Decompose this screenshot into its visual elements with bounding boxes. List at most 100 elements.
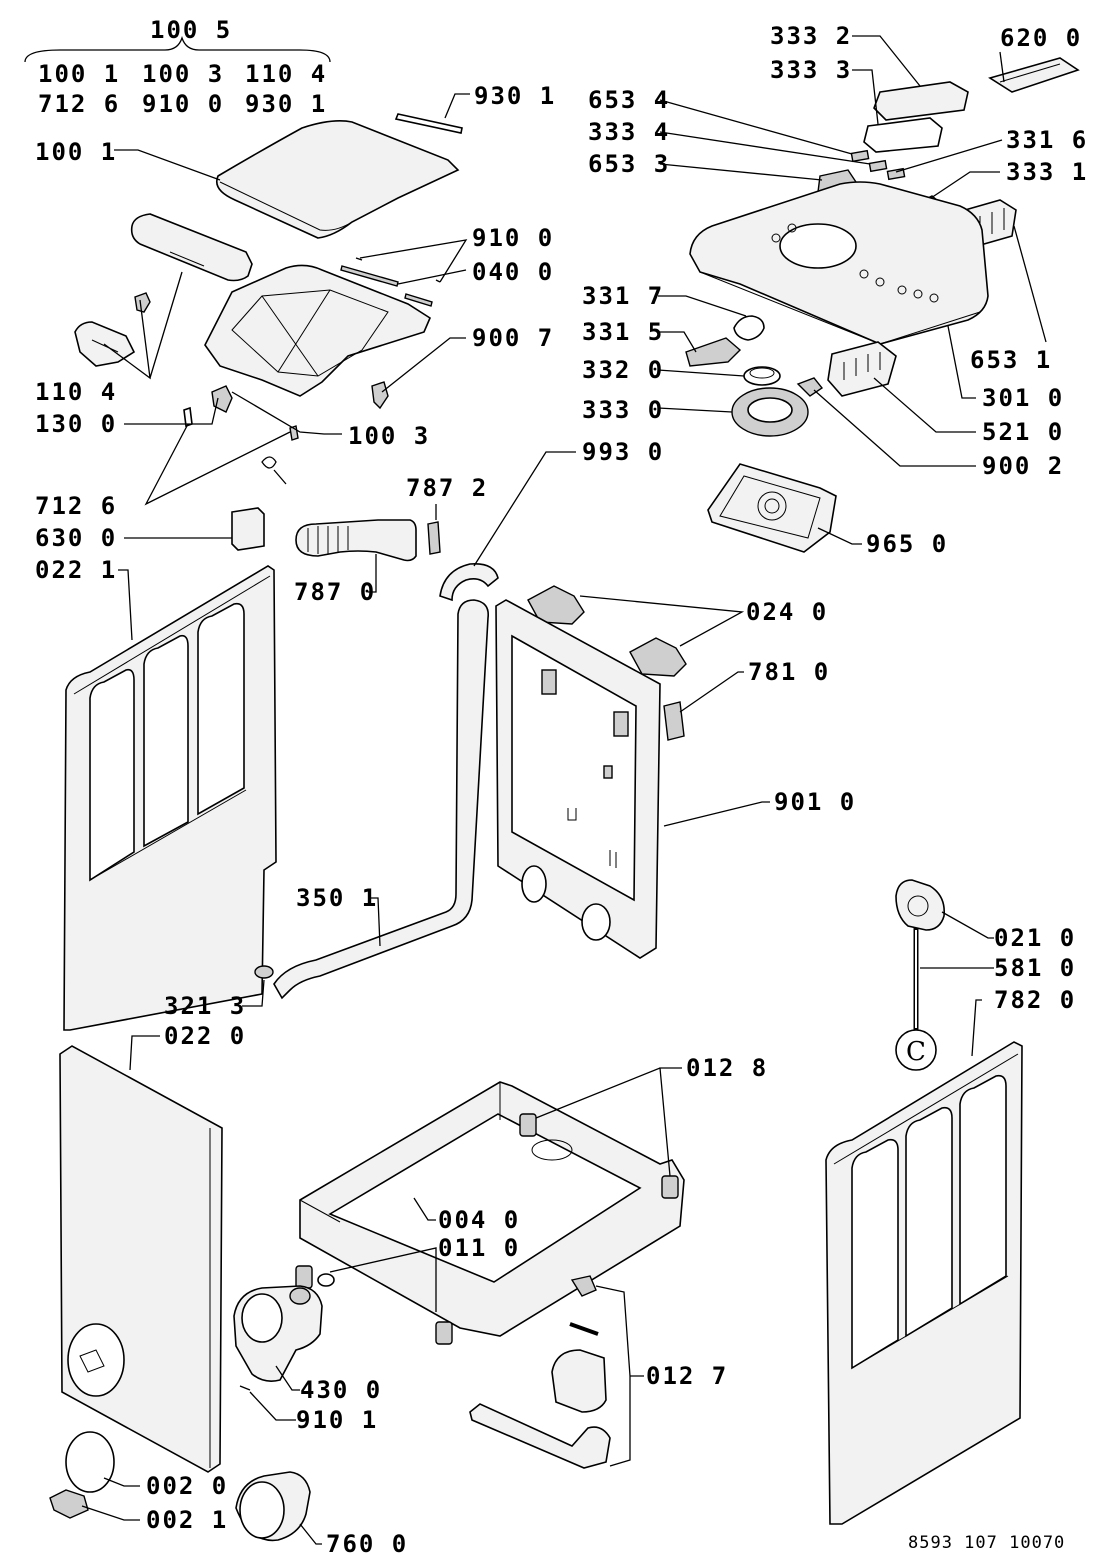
part-knob-holder-333-1 — [685, 337, 742, 367]
part-screw-910-0-a — [355, 257, 363, 261]
label-712-6: 712 6 — [35, 492, 117, 520]
part-flap-hinge-002-1 — [49, 1489, 89, 1519]
group-item-930-1: 930 1 — [245, 90, 327, 118]
label-965-0: 781 0 — [748, 658, 830, 686]
leader-993-0 — [473, 451, 576, 567]
leader-110-4 — [103, 271, 183, 380]
leader-021-0 — [129, 1035, 160, 1071]
part-wire-cover-630-0 — [231, 507, 265, 551]
leader-712-6 — [144, 423, 291, 506]
label-653-1: 653 1 — [970, 346, 1052, 374]
leader-321-3 — [852, 69, 879, 125]
label-430-0: 430 0 — [300, 1376, 382, 1404]
label-301-0: 301 0 — [982, 384, 1064, 412]
leader-100-1 — [114, 149, 221, 181]
label-782-0: 581 0 — [994, 954, 1076, 982]
label-521-0: 965 0 — [866, 530, 948, 558]
part-small-knob — [134, 292, 151, 313]
leader-004-0 — [413, 1197, 436, 1221]
leader-040-0 — [397, 269, 467, 285]
clip-letter: C — [906, 1037, 928, 1067]
leader-653-1 — [1013, 225, 1047, 343]
label-021-0: 022 0 — [164, 1022, 246, 1050]
label-130-0: 130 0 — [35, 410, 117, 438]
leader-022-1 — [118, 569, 133, 641]
label-011-0: 011 0 — [438, 1234, 520, 1262]
part-button-333-2 — [850, 149, 870, 163]
label-022-0: 782 0 — [994, 986, 1076, 1014]
leader-332-0 — [873, 377, 976, 433]
part-pin-040-0-a — [340, 265, 399, 287]
part-foot-012-8-a — [519, 1113, 537, 1137]
leader-781-0 — [368, 897, 381, 947]
leader-521-0 — [817, 527, 862, 545]
label-331-7: 332 0 — [582, 356, 664, 384]
part-display-350-1 — [873, 81, 969, 121]
part-bracket-965-0 — [663, 701, 685, 741]
label-331-6: 331 7 — [582, 282, 664, 310]
leader-012-7 — [595, 1285, 644, 1467]
leader-331-5 — [657, 407, 733, 413]
label-002-0: 002 0 — [146, 1472, 228, 1500]
leader-930-1 — [444, 93, 470, 119]
part-hinge-rod-930-1 — [394, 113, 463, 134]
leader-002-0 — [103, 1477, 140, 1487]
leader-130-0 — [124, 397, 219, 425]
leader-011-0 — [329, 1247, 437, 1312]
label-012-7: 012 7 — [646, 1362, 728, 1390]
label-333-0: 900 2 — [982, 452, 1064, 480]
part-drain-hose-781-0 — [273, 599, 490, 1000]
label-901-0: 321 3 — [164, 992, 246, 1020]
part-pin-040-0-b — [404, 293, 433, 307]
part-spring-712-6 — [261, 456, 287, 485]
part-hose-elbow-993-0 — [439, 562, 499, 602]
label-581-0: 021 0 — [994, 924, 1076, 952]
leader-333-4 — [895, 139, 1003, 173]
part-foot-012-8-c — [295, 1265, 313, 1289]
part-front-panel-021-0 — [59, 1045, 223, 1473]
part-foot-cup-012-7 — [551, 1349, 607, 1413]
leader-900-7 — [381, 337, 466, 393]
part-button-333-3 — [868, 159, 888, 173]
leader-965-0 — [679, 671, 744, 713]
part-foot-rod-012-7 — [569, 1322, 599, 1336]
group-item-100-1: 100 1 — [38, 60, 120, 88]
drawing-number: 8593 107 10070 — [908, 1533, 1065, 1553]
label-993-0: 993 0 — [582, 438, 664, 466]
label-653-3: 333 1 — [1006, 158, 1088, 186]
part-top-frame-100-3 — [204, 264, 432, 397]
part-pressure-switch-581-0 — [895, 879, 946, 931]
label-930-1: 930 1 — [474, 82, 556, 110]
label-110-4: 110 4 — [35, 378, 117, 406]
group-code-label: 100 5 — [150, 16, 232, 44]
leader-022-0 — [971, 999, 982, 1057]
leader-333-2 — [659, 99, 853, 155]
part-foot-012-8-b — [661, 1175, 679, 1199]
label-332-0: 521 0 — [982, 418, 1064, 446]
leader-910-0 — [359, 239, 468, 283]
leader-331-7 — [657, 369, 745, 377]
label-333-3: 333 4 — [588, 118, 670, 146]
group-brace — [24, 35, 331, 63]
part-module-521-0 — [707, 463, 837, 553]
group-item-910-0: 910 0 — [142, 90, 224, 118]
part-lock-switch-130-0 — [211, 385, 233, 413]
leader-002-1 — [81, 1505, 140, 1521]
part-foot-012-8-d — [435, 1321, 453, 1345]
label-040-0: 040 0 — [472, 258, 554, 286]
label-100-3: 100 3 — [348, 422, 430, 450]
leader-653-4 — [659, 163, 823, 181]
part-screw-910-1 — [239, 1385, 251, 1391]
part-knob-cap-331-6 — [733, 315, 765, 341]
group-item-110-4: 110 4 — [245, 60, 327, 88]
leader-581-0 — [941, 911, 994, 939]
leader-900-2 — [579, 595, 745, 647]
leader-653-3 — [927, 171, 1000, 201]
label-760-0: 760 0 — [326, 1530, 408, 1558]
leader-787-0 — [368, 554, 377, 593]
label-321-3: 333 3 — [770, 56, 852, 84]
part-flap-002-0 — [65, 1431, 115, 1493]
part-pcb-620-0 — [988, 57, 1080, 93]
part-foot-lever-012-7 — [469, 1403, 611, 1469]
